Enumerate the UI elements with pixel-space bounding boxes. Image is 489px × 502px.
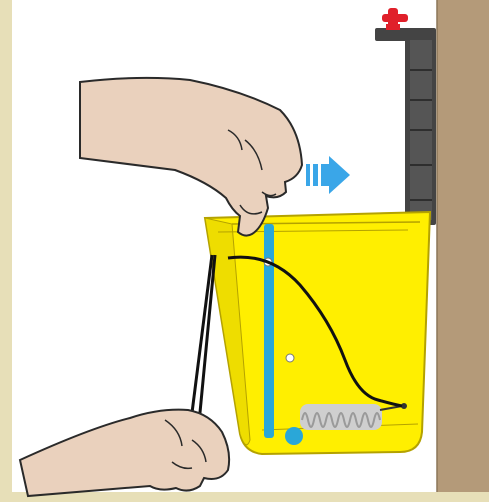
wall [437,0,489,492]
